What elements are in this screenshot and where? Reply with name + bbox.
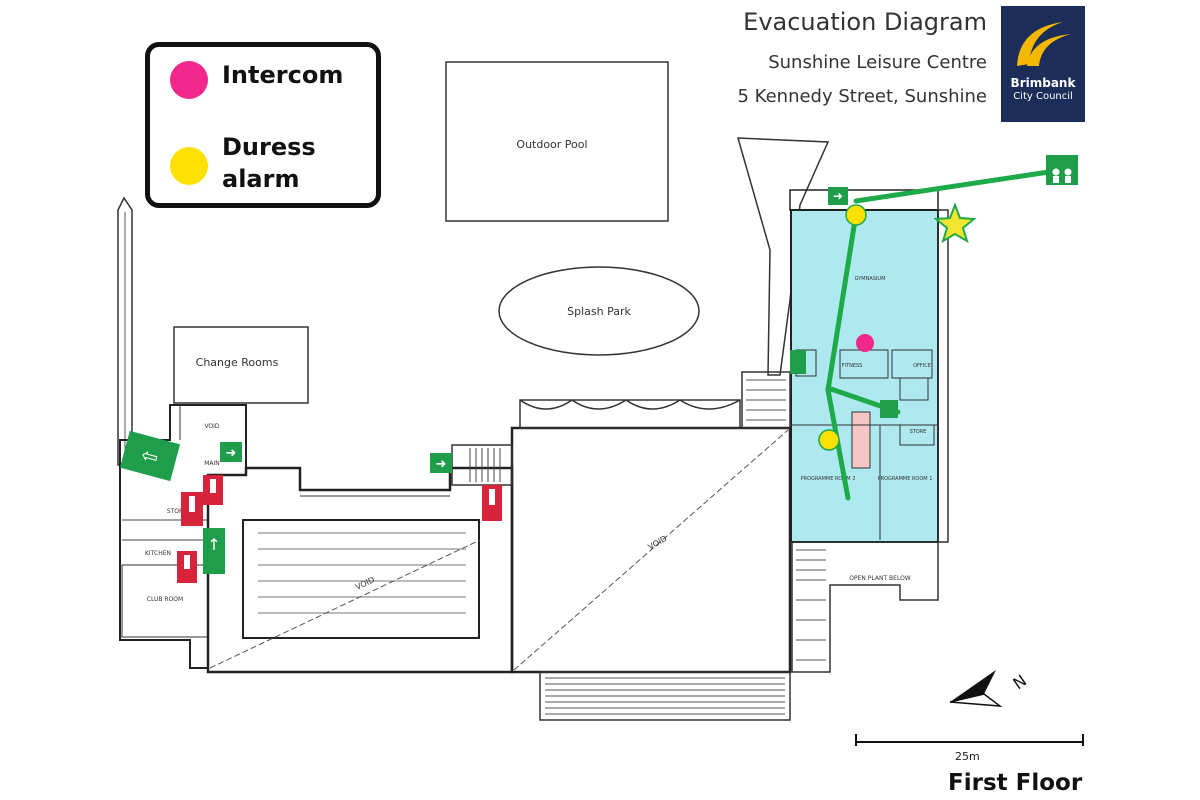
brimbank-logo: Brimbank City Council — [1001, 6, 1085, 122]
change-rooms-label: Change Rooms — [196, 356, 279, 369]
stair-west-gym — [741, 371, 791, 429]
duress-alarm-marker — [845, 204, 867, 226]
south-stair — [539, 671, 791, 721]
legend: Intercom Duress alarm — [145, 42, 381, 208]
office-label: OFFICE — [913, 363, 931, 369]
open-plant-area — [791, 541, 939, 673]
fitness-label: FITNESS — [842, 363, 863, 369]
indoor-pool — [242, 519, 480, 639]
pool-lanes — [258, 532, 466, 614]
kitchen-label: KITCHEN — [145, 550, 171, 557]
internal-walls — [791, 349, 938, 540]
store-label: STORE — [910, 429, 927, 435]
pool-hall — [206, 466, 514, 674]
fire-extinguisher-icon — [181, 492, 203, 526]
venue-name: Sunshine Leisure Centre — [768, 52, 987, 73]
intercom-legend-dot — [170, 61, 208, 99]
east-wall-strip — [937, 209, 949, 543]
svg-text:➜: ➜ — [226, 446, 237, 461]
void-small-label: VOID — [204, 423, 219, 430]
void-main-label: VOID — [647, 534, 669, 552]
north-arrow-icon: N — [949, 670, 1030, 707]
logo-org-name: Brimbank — [1010, 76, 1076, 90]
svg-text:⇦: ⇦ — [139, 442, 161, 470]
exit-sign-icon: ↑ — [203, 528, 225, 574]
fire-extinguisher-icon — [203, 475, 223, 505]
assembly-point-star — [933, 202, 977, 244]
svg-text:↑: ↑ — [207, 535, 220, 554]
logo-sub-name: City Council — [1013, 91, 1073, 102]
duress-alarm-marker — [818, 429, 840, 451]
fire-extinguisher-icon — [177, 551, 197, 583]
east-sail — [736, 137, 830, 376]
program-room-2-label: PROGRAMME ROOM 2 — [801, 476, 856, 482]
west-ramp — [117, 196, 133, 466]
club-room-label: CLUB ROOM — [147, 596, 183, 603]
intercom-marker — [856, 334, 874, 352]
assembly-area-sign-icon — [1046, 155, 1078, 185]
logo-swoosh-icon — [1017, 22, 1071, 66]
duress-legend-dot — [170, 147, 208, 185]
splash-park-label: Splash Park — [567, 305, 631, 318]
store-west-label: STOR — [167, 508, 183, 515]
venue-address: 5 Kennedy Street, Sunshine — [737, 86, 988, 107]
splash-park-outline — [498, 266, 700, 356]
exit-sign-icon — [790, 350, 806, 374]
open-plant-label: OPEN PLANT BELOW — [849, 575, 911, 582]
exit-sign-icon: ➜ — [430, 453, 452, 473]
exit-sign-icon: ⇦ — [119, 430, 181, 482]
duress-legend-label: Duress alarm — [222, 133, 316, 193]
void-pool-label: VOID — [354, 575, 376, 592]
svg-text:➜: ➜ — [436, 457, 447, 472]
scale-bar — [855, 734, 1084, 746]
intercom-legend-label: Intercom — [222, 61, 344, 89]
exit-sign-icon: ➜ — [220, 442, 242, 462]
canopy — [519, 399, 741, 429]
outdoor-pool-outline — [445, 61, 669, 222]
outdoor-pool-label: Outdoor Pool — [516, 138, 587, 151]
change-rooms-outline — [173, 326, 309, 404]
scale-label: 25m — [955, 750, 980, 763]
gymnasium-label: GYMNASIUM — [855, 276, 886, 282]
svg-text:N: N — [1009, 671, 1030, 693]
exit-sign-icon: ➜ — [828, 187, 848, 205]
exit-sign-icon — [880, 400, 898, 418]
svg-text:➜: ➜ — [833, 189, 843, 203]
fire-extinguisher-icon — [482, 485, 502, 521]
program-room-1-label: PROGRAMME ROOM 1 — [878, 476, 933, 482]
diagram-title: Evacuation Diagram — [743, 8, 987, 36]
main-label: MAIN — [204, 460, 220, 467]
floor-label: First Floor — [948, 770, 1083, 796]
